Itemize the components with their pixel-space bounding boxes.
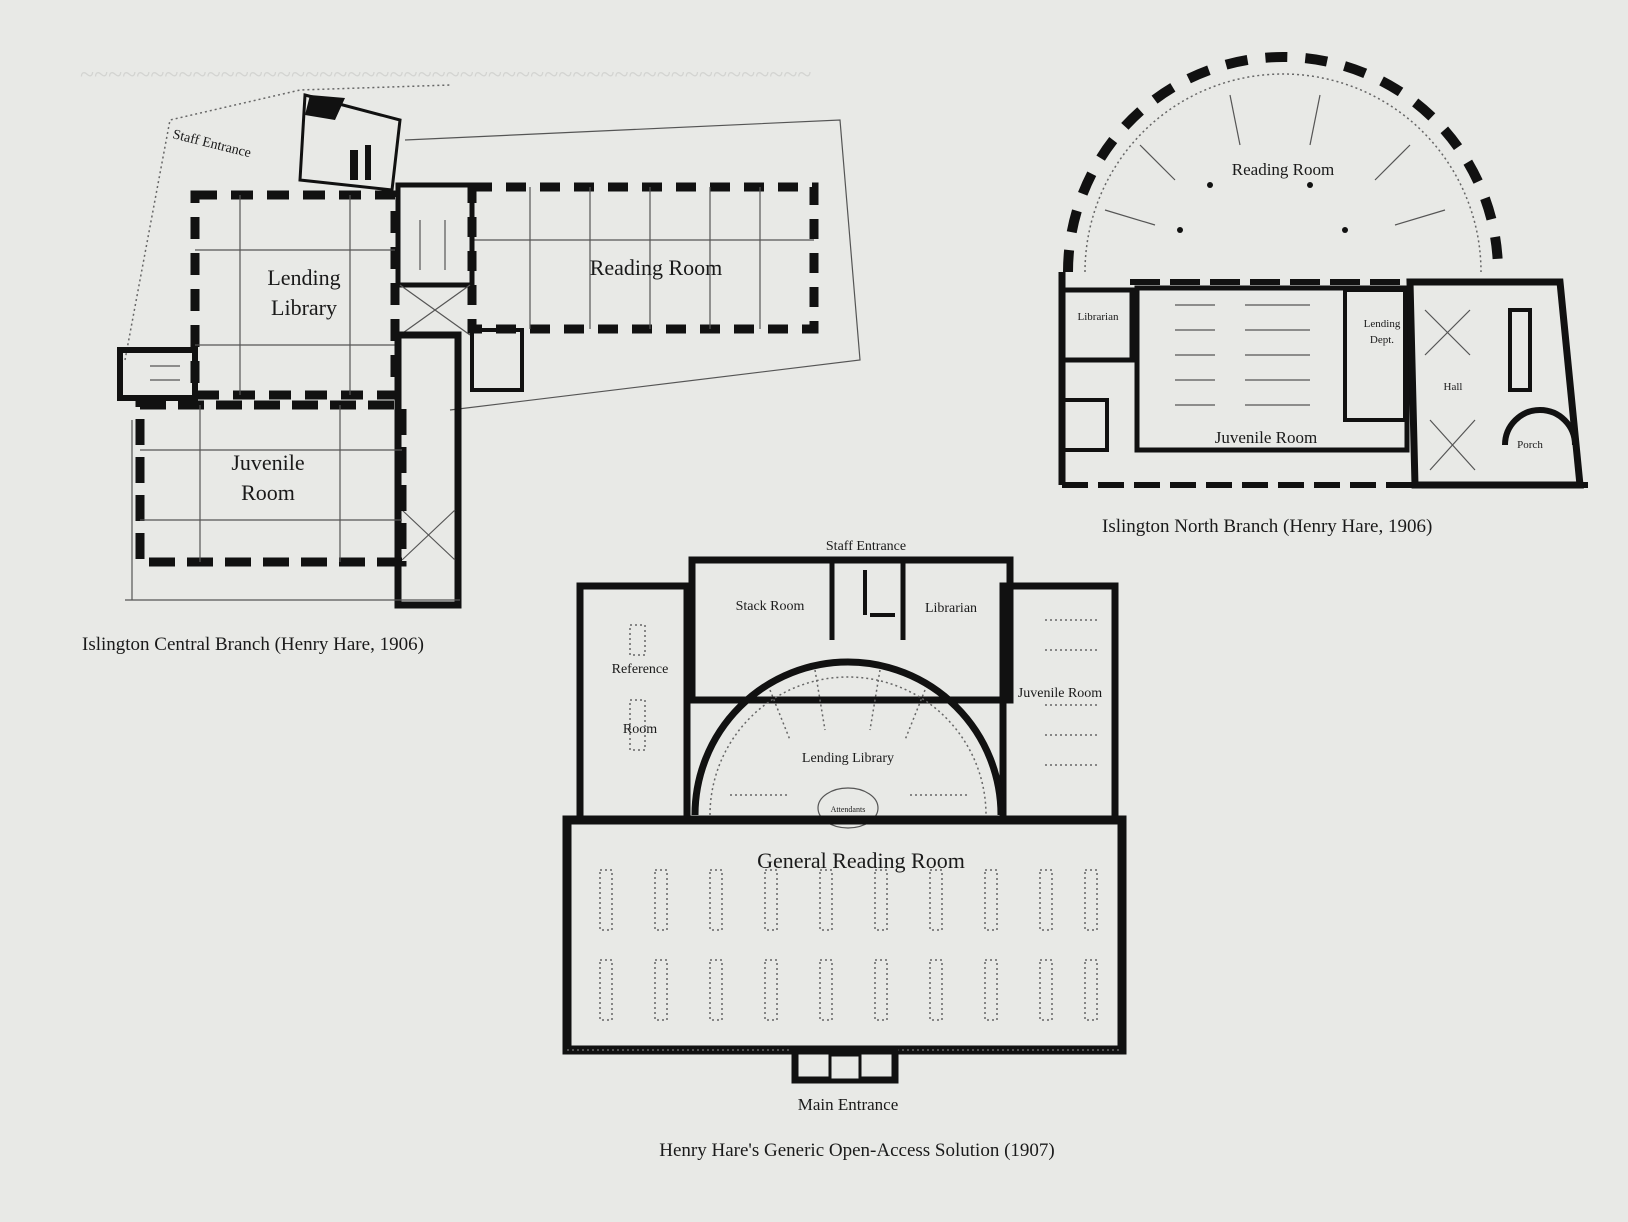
generic-reference-room-label-line1: Reference (612, 662, 669, 677)
generic-attendants-label: Attendants (831, 805, 866, 814)
central-juvenile-label-line2: Room (241, 480, 295, 505)
generic-solution-plan (562, 556, 1127, 1084)
generic-reference-room-label-line2: Room (623, 722, 657, 737)
central-staff-entrance-label: Staff Entrance (171, 127, 252, 161)
north-porch-label: Porch (1517, 439, 1543, 451)
generic-staff-entrance-label: Staff Entrance (826, 539, 906, 554)
north-librarian-label: Librarian (1078, 311, 1119, 323)
north-hall-label: Hall (1444, 381, 1463, 393)
generic-lending-library-label: Lending Library (802, 751, 894, 766)
north-juvenile-room-label: Juvenile Room (1215, 428, 1317, 447)
central-reading-room-label: Reading Room (590, 255, 723, 280)
central-lending-label-line2: Library (271, 295, 337, 320)
central-branch-plan (117, 84, 861, 609)
central-lending-label-line1: Lending (267, 265, 340, 290)
generic-general-reading-room-label: General Reading Room (757, 848, 965, 873)
generic-stack-room-label: Stack Room (736, 599, 805, 614)
north-caption: Islington North Branch (Henry Hare, 1906… (1102, 516, 1432, 537)
central-juvenile-label-line1: Juvenile (231, 450, 304, 475)
north-branch-plan (1058, 52, 1588, 489)
bleed-through-text: ~~~~~~~~~~~~~~~~~~~~~~~~~~~~~~~~~~~~~~~~… (80, 60, 812, 89)
north-lending-dept-label-line1: Lending (1364, 318, 1401, 330)
generic-librarian-label: Librarian (925, 601, 977, 616)
north-reading-room-label: Reading Room (1232, 160, 1334, 179)
generic-main-entrance-label: Main Entrance (798, 1095, 899, 1114)
generic-caption: Henry Hare's Generic Open-Access Solutio… (659, 1140, 1054, 1161)
generic-juvenile-room-label: Juvenile Room (1018, 686, 1102, 701)
north-lending-dept-label-line2: Dept. (1370, 334, 1394, 346)
central-caption: Islington Central Branch (Henry Hare, 19… (82, 634, 424, 655)
